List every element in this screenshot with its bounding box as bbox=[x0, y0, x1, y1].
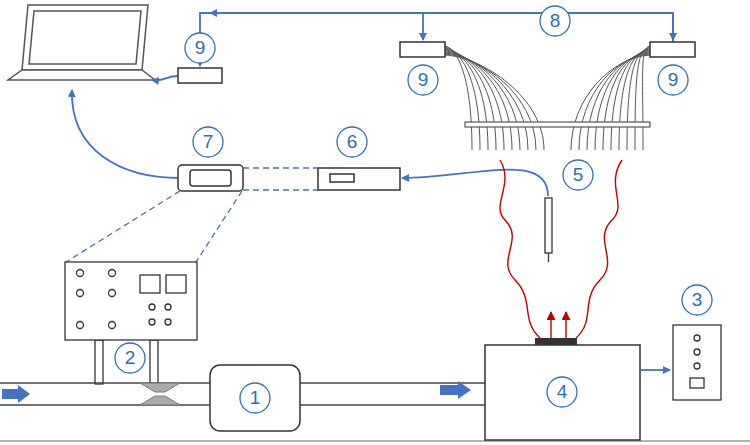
daq-unit bbox=[178, 165, 243, 191]
interface-box bbox=[650, 42, 695, 57]
interface-box bbox=[178, 68, 222, 83]
callout-number: 6 bbox=[339, 129, 365, 155]
callout-number: 1 bbox=[242, 385, 268, 411]
callout-number: 7 bbox=[195, 129, 221, 155]
callout-number: 2 bbox=[117, 345, 143, 371]
fibre-plate bbox=[465, 122, 650, 127]
fibre-bundle bbox=[445, 46, 650, 150]
callout-number: 9 bbox=[410, 67, 436, 93]
callout-number: 9 bbox=[660, 67, 686, 93]
callout-number: 5 bbox=[565, 162, 591, 188]
signal-line bbox=[72, 13, 673, 196]
callout-circles bbox=[115, 6, 712, 413]
flow-arrow bbox=[2, 385, 30, 403]
signal-line bbox=[640, 369, 670, 371]
interface-box bbox=[400, 42, 445, 57]
callout-number: 3 bbox=[684, 287, 710, 313]
mixing-chamber bbox=[210, 365, 300, 431]
nozzle bbox=[140, 383, 180, 405]
flow-arrow bbox=[440, 381, 471, 399]
laptop bbox=[8, 5, 155, 80]
controller-panel bbox=[65, 262, 197, 384]
controller-box bbox=[673, 325, 721, 400]
callout-number: 9 bbox=[187, 35, 213, 61]
callout-number: 4 bbox=[549, 379, 575, 405]
amplifier bbox=[318, 168, 400, 190]
dashed-link bbox=[66, 168, 318, 262]
callout-number: 8 bbox=[542, 8, 568, 34]
flame-plume bbox=[500, 160, 622, 338]
probe bbox=[545, 198, 552, 262]
burner-box bbox=[485, 345, 640, 440]
sample bbox=[535, 338, 577, 345]
